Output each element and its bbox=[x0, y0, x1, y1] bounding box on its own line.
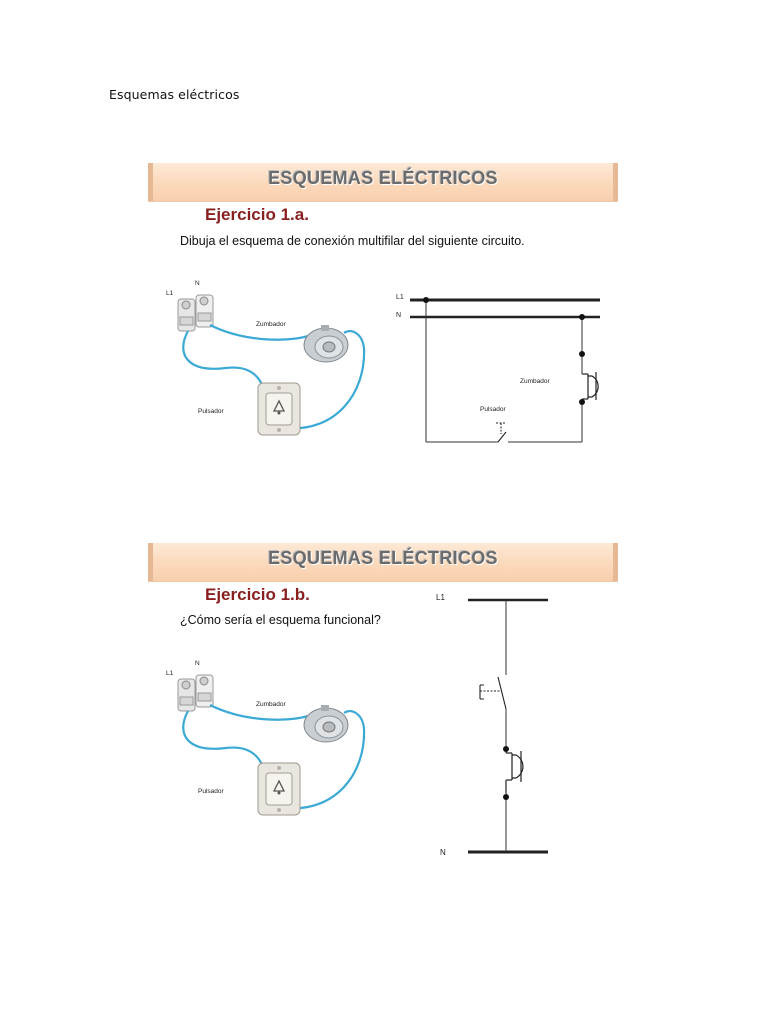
photo-label-zumbador: Zumbador bbox=[256, 701, 286, 708]
banner-title: ESQUEMAS ELÉCTRICOS bbox=[268, 548, 498, 568]
terminal-block-icon bbox=[177, 294, 214, 332]
exercise-section-1b: ESQUEMAS ELÉCTRICOS Ejercicio 1.b. ¿Cómo… bbox=[148, 543, 620, 873]
junction-dots bbox=[423, 297, 585, 405]
buzzer-icon bbox=[303, 325, 349, 363]
functional-schematic: L1 N bbox=[436, 593, 548, 857]
multiwire-schematic: L1 N Zumbador bbox=[396, 294, 600, 443]
buzzer-icon bbox=[303, 705, 349, 743]
photo-label-l1: L1 bbox=[166, 290, 174, 297]
section-banner: ESQUEMAS ELÉCTRICOS bbox=[148, 543, 618, 581]
photo-label-pulsador: Pulsador bbox=[198, 408, 224, 415]
buzzer-symbol-icon bbox=[582, 372, 599, 400]
pushbutton-symbol-icon bbox=[496, 422, 507, 443]
push-button-icon bbox=[257, 762, 301, 816]
buzzer-symbol-icon bbox=[505, 751, 524, 793]
photo-label-pulsador: Pulsador bbox=[198, 788, 224, 795]
photo-label-n: N bbox=[195, 280, 200, 287]
schematic-label-zumbador: Zumbador bbox=[520, 378, 550, 385]
push-button-icon bbox=[257, 382, 301, 436]
rail-lines bbox=[468, 598, 548, 854]
photo-label-zumbador: Zumbador bbox=[256, 321, 286, 328]
circuit-photo-illustration: L1 N Zumbador Pulsador bbox=[166, 660, 366, 816]
schematic-label-pulsador: Pulsador bbox=[480, 406, 506, 413]
page-heading: Esquemas eléctricos bbox=[109, 87, 240, 102]
exercise-title: Ejercicio 1.a. bbox=[205, 205, 309, 224]
junction-dots bbox=[503, 746, 509, 800]
schematic-label-n: N bbox=[396, 312, 401, 319]
circuit-wires bbox=[425, 300, 583, 443]
schematic-label-n: N bbox=[440, 848, 446, 857]
circuit-photo-illustration: L1 N Zumbador Pulsador bbox=[166, 280, 366, 436]
photo-label-n: N bbox=[195, 660, 200, 667]
schematic-label-l1: L1 bbox=[396, 294, 404, 301]
exercise-title: Ejercicio 1.b. bbox=[205, 585, 310, 604]
banner-title: ESQUEMAS ELÉCTRICOS bbox=[268, 168, 498, 188]
schematic-label-l1: L1 bbox=[436, 593, 445, 602]
exercise-instruction: ¿Cómo sería el esquema funcional? bbox=[180, 613, 381, 627]
exercise-section-1a: ESQUEMAS ELÉCTRICOS Ejercicio 1.a. Dibuj… bbox=[148, 163, 620, 463]
section-banner: ESQUEMAS ELÉCTRICOS bbox=[148, 163, 618, 201]
pushbutton-symbol-icon bbox=[479, 676, 507, 710]
exercise-instruction: Dibuja el esquema de conexión multifilar… bbox=[180, 234, 525, 248]
bus-lines bbox=[410, 298, 600, 319]
terminal-block-icon bbox=[177, 674, 214, 712]
photo-label-l1: L1 bbox=[166, 670, 174, 677]
